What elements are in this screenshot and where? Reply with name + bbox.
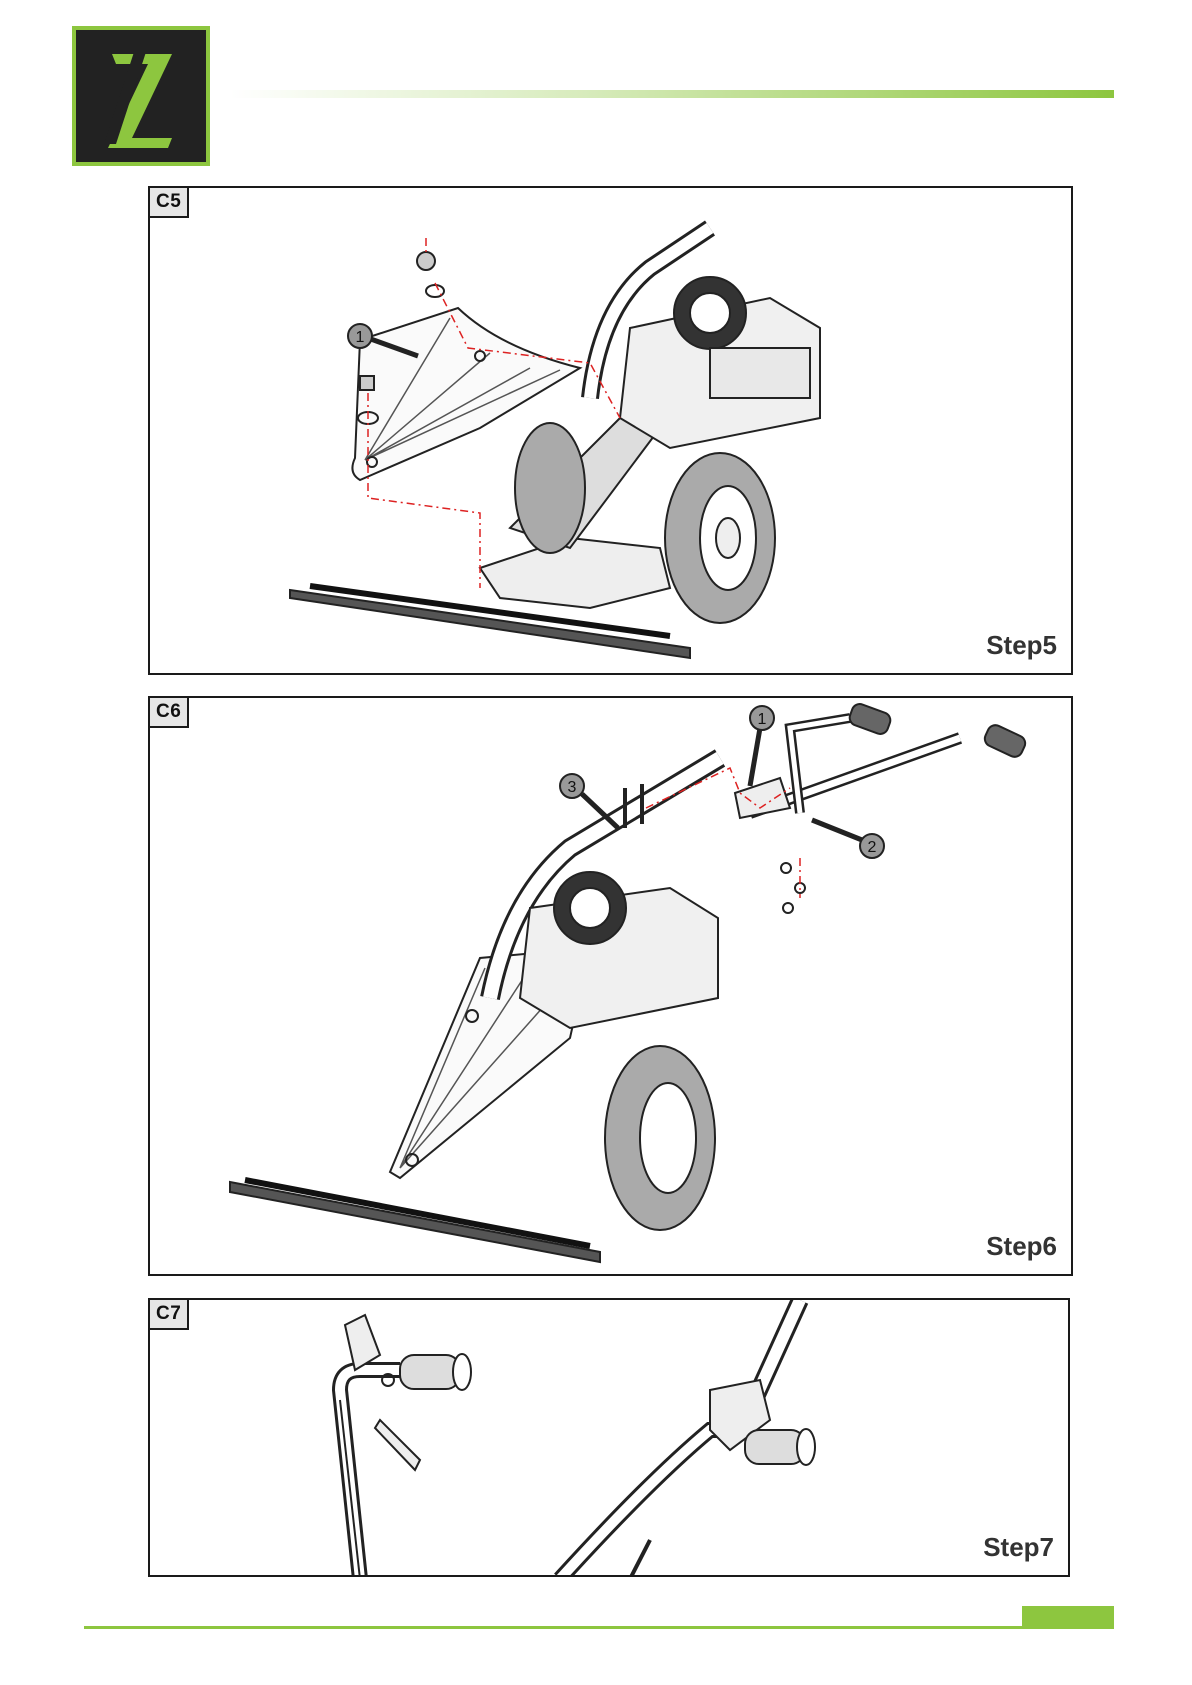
header-rule bbox=[230, 90, 1114, 98]
footer-rule bbox=[84, 1626, 1114, 1629]
step-label: Step5 bbox=[986, 630, 1057, 661]
callout-1-label: 1 bbox=[758, 711, 767, 728]
panel-tag: C7 bbox=[150, 1300, 189, 1330]
figure-panel-c5: 1 C5 Step5 bbox=[148, 186, 1073, 675]
callout-1-label: 1 bbox=[356, 329, 365, 346]
figure-panel-c6: 1 2 3 C6 Step6 bbox=[148, 696, 1073, 1276]
step-label: Step6 bbox=[986, 1231, 1057, 1262]
footer-page-block bbox=[1022, 1606, 1114, 1629]
mower-step6-illustration: 1 2 3 bbox=[150, 698, 1073, 1276]
callout-3-label: 3 bbox=[568, 779, 577, 796]
handle-lever-illustration bbox=[150, 1300, 1070, 1577]
brand-logo-icon bbox=[72, 26, 210, 166]
step-label: Step7 bbox=[983, 1532, 1054, 1563]
figure-panel-c7: C7 Step7 bbox=[148, 1298, 1070, 1577]
panel-tag: C6 bbox=[150, 698, 189, 728]
panel-tag: C5 bbox=[150, 188, 189, 218]
mower-step5-illustration: 1 bbox=[150, 188, 1073, 675]
callout-2-label: 2 bbox=[868, 839, 877, 856]
